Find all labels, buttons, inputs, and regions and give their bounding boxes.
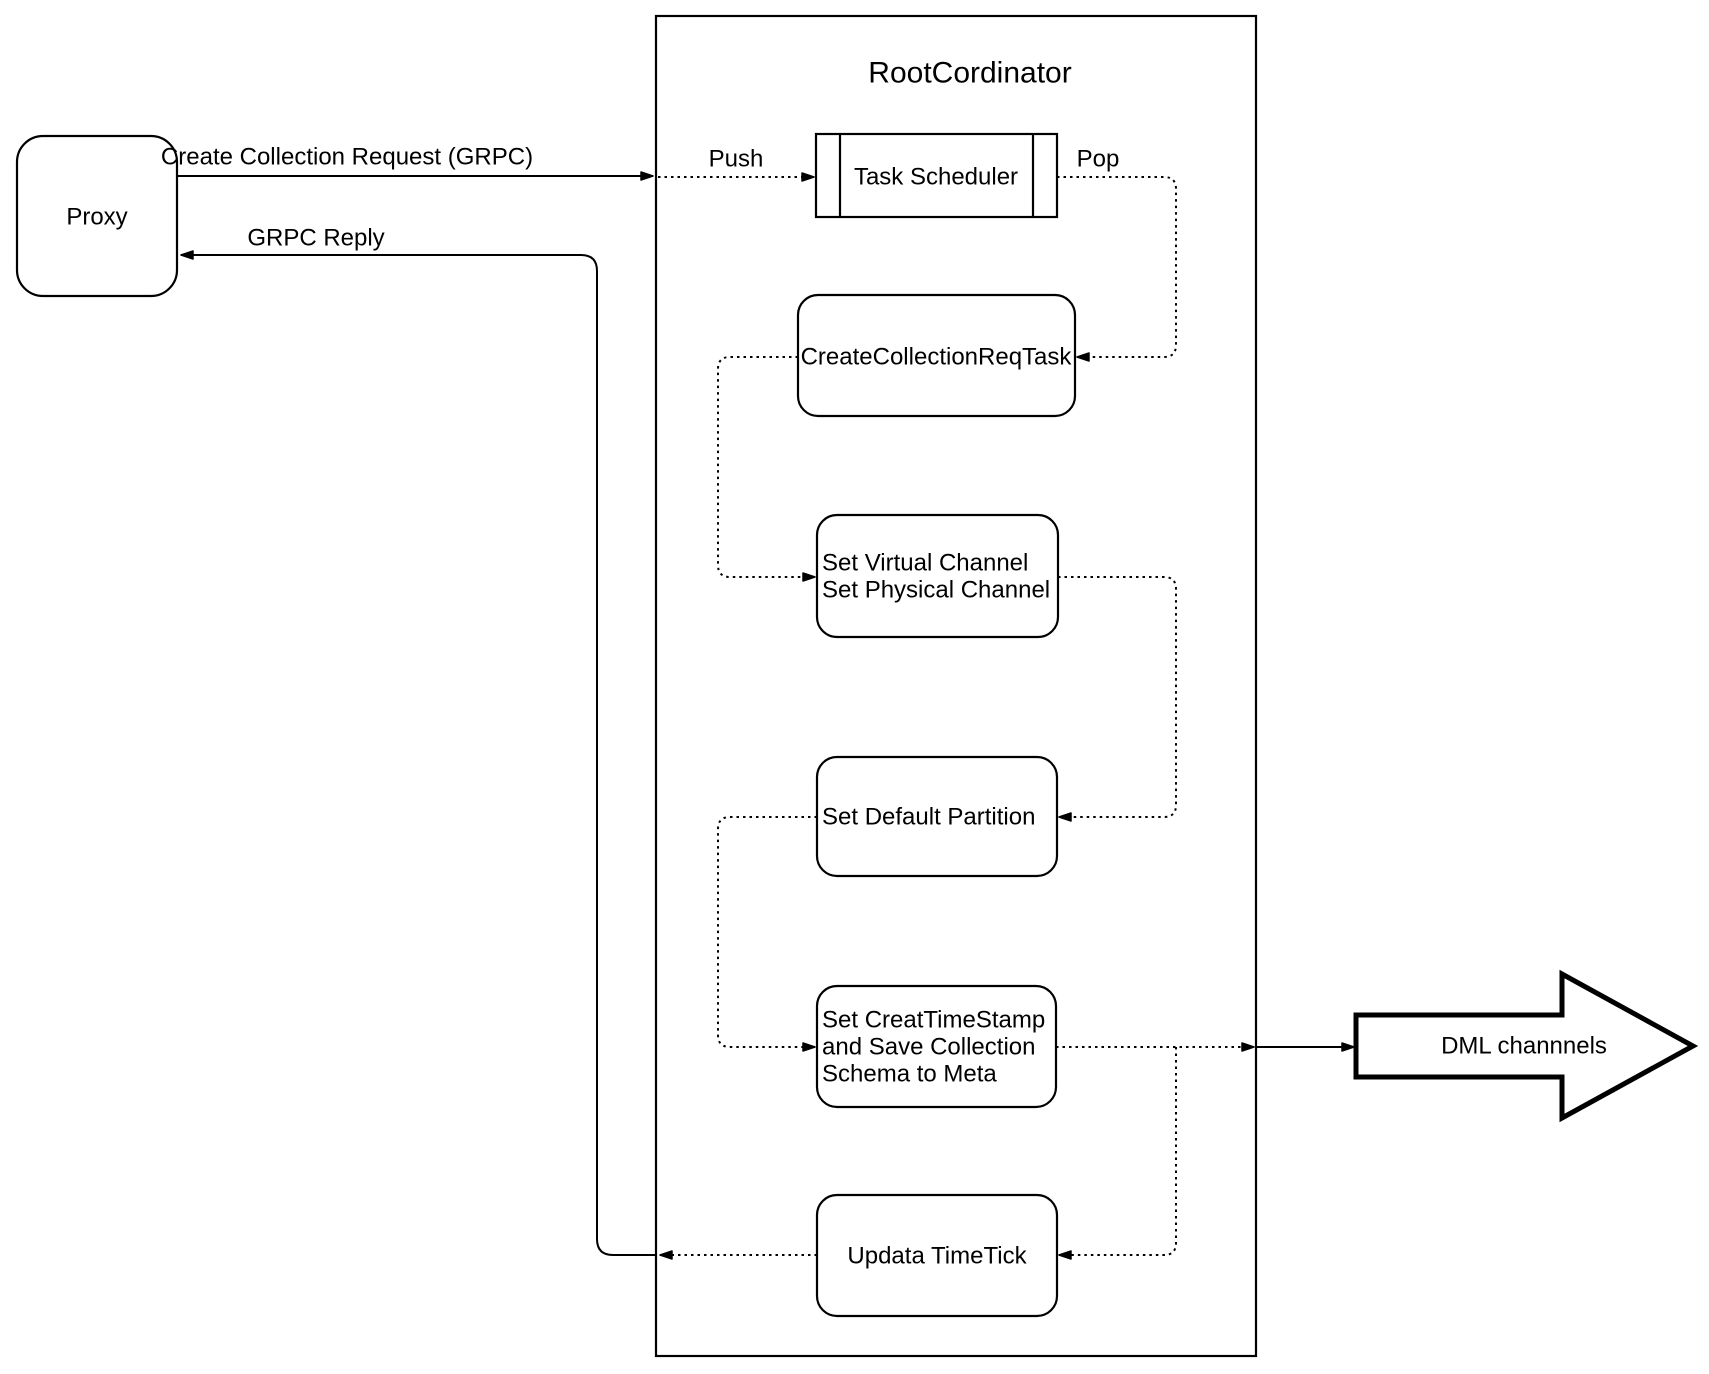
proxy-node: Proxy (15, 134, 179, 298)
connector-virtual-channel-to-default-partition (1058, 576, 1177, 822)
set-virtual-channel-node: Set Virtual Channel Set Physical Channel (815, 513, 1060, 639)
set-default-partition-label: Set Default Partition (822, 804, 1035, 831)
dml-channels-label: DML channnels (1441, 1033, 1607, 1060)
rootcoordinator-title: RootCordinator (868, 57, 1071, 90)
pop-connector (1057, 176, 1177, 362)
create-collection-req-task-box (796, 293, 1077, 418)
set-creat-timestamp-line3: Schema to Meta (822, 1061, 997, 1088)
proxy-label: Proxy (66, 204, 127, 231)
dml-channels-arrow-shape (1353, 969, 1699, 1123)
updata-timetick-node: Updata TimeTick (815, 1193, 1059, 1318)
task-scheduler-label: Task Scheduler (854, 164, 1018, 191)
task-scheduler-node: Task Scheduler (814, 132, 1059, 219)
grpc-reply-arrow (180, 250, 656, 1256)
create-collection-req-task-node: CreateCollectionReqTask (796, 293, 1077, 418)
set-creat-timestamp-node: Set CreatTimeStamp and Save Collection S… (815, 984, 1058, 1109)
connector-reqtask-to-virtual-channel (717, 356, 816, 582)
pop-label: Pop (1077, 146, 1120, 173)
connector-timestamp-to-updata-timetick (1058, 1047, 1177, 1260)
set-virtual-channel-line2: Set Physical Channel (822, 577, 1050, 604)
set-virtual-channel-line1: Set Virtual Channel (822, 550, 1028, 577)
set-creat-timestamp-line2: and Save Collection (822, 1034, 1035, 1061)
create-collection-req-task-label: CreateCollectionReqTask (801, 344, 1073, 371)
dml-channels-node: DML channnels (1353, 969, 1699, 1123)
grpc-reply-label: GRPC Reply (247, 225, 384, 252)
set-default-partition-node: Set Default Partition (815, 755, 1059, 878)
connector-default-partition-to-timestamp (717, 816, 817, 1052)
rootcoordinator-border (654, 14, 1258, 1358)
rootcoordinator-container: RootCordinator (654, 14, 1258, 1358)
updata-timetick-label: Updata TimeTick (847, 1243, 1027, 1270)
push-label: Push (709, 146, 764, 173)
set-creat-timestamp-line1: Set CreatTimeStamp (822, 1007, 1045, 1034)
proxy-box (15, 134, 179, 298)
task-scheduler-box (814, 132, 1059, 219)
create-collection-request-label: Create Collection Request (GRPC) (161, 144, 533, 171)
